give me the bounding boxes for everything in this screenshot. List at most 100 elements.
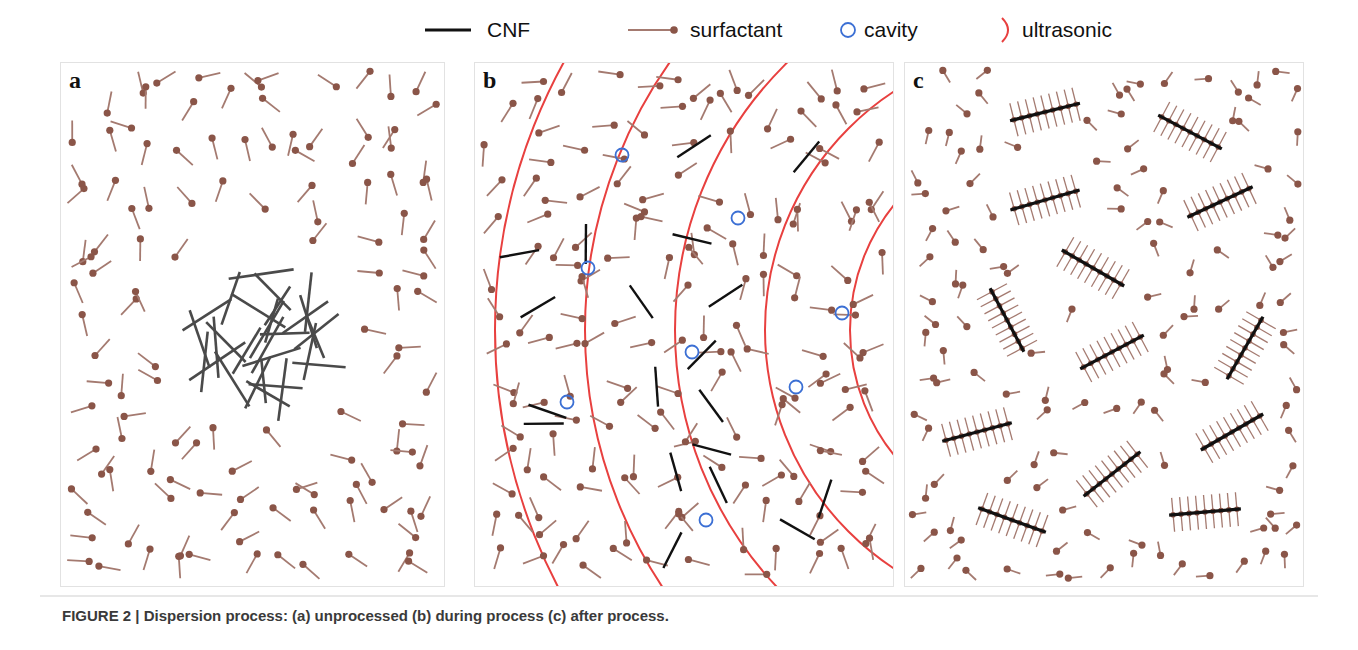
surfactant-molecule <box>1160 325 1173 339</box>
surfactant-molecule <box>380 497 402 513</box>
surfactant-molecule <box>956 105 970 118</box>
surfactant-molecule <box>576 187 599 201</box>
surfactant-molecule <box>924 529 938 542</box>
surfactant-molecule <box>529 159 554 166</box>
surfactant-molecule <box>774 198 781 223</box>
surfactant-molecule <box>920 253 934 266</box>
surfactant-molecule <box>1264 231 1281 238</box>
surfactant-molecule <box>89 261 111 277</box>
cnf-fiber <box>260 333 310 335</box>
surfactant-molecule <box>510 382 519 407</box>
surfactant-molecule <box>862 524 875 547</box>
surfactant-molecule <box>1190 295 1197 313</box>
surfactant-molecule <box>627 121 648 139</box>
surfactant-molecule <box>144 187 152 212</box>
surfactant-molecule <box>840 489 866 496</box>
surfactant-molecule <box>926 225 936 241</box>
surfactant-molecule <box>309 223 326 244</box>
cnf-fiber <box>500 250 539 257</box>
surfactant-molecule <box>675 163 697 179</box>
surfactant-molecule <box>745 80 764 99</box>
surfactant-molecule <box>773 545 780 571</box>
coated-cnf <box>1184 173 1256 231</box>
surfactant-molecule <box>853 107 878 115</box>
surfactant-molecule <box>91 234 108 255</box>
surfactant-molecule <box>762 471 785 486</box>
surfactant-molecule <box>423 176 432 201</box>
surfactant-molecule <box>657 408 674 429</box>
surfactant-molecule <box>1101 564 1114 578</box>
surfactant-molecule <box>810 512 824 535</box>
cnf-fiber <box>250 301 284 358</box>
surfactant-molecule <box>530 497 543 521</box>
surfactant-molecule <box>361 463 376 486</box>
surfactant-molecule <box>744 345 769 354</box>
surfactant-molecule <box>810 550 823 573</box>
surfactant-molecule <box>922 484 929 502</box>
surfactant-molecule <box>540 473 561 490</box>
surfactant-molecule <box>153 72 175 87</box>
surfactant-molecule <box>387 171 397 196</box>
surfactant-molecule <box>394 285 401 311</box>
surfactant-molecule <box>817 374 840 387</box>
ultrasonic-wave <box>765 62 894 587</box>
surfactant-molecule <box>577 270 600 285</box>
surfactant-molecule <box>558 73 572 96</box>
cnf-fiber <box>819 480 832 518</box>
surfactant-molecule <box>484 213 502 233</box>
surfactant-molecule <box>104 91 112 116</box>
surfactant-molecule <box>172 427 190 447</box>
surfactant-molecule <box>1072 399 1088 409</box>
surfactant-molecule <box>337 408 360 421</box>
surfactant-molecule <box>740 528 747 554</box>
surfactant-molecule <box>1003 391 1020 398</box>
cnf-fiber <box>222 272 240 325</box>
surfactant-molecule <box>711 369 726 392</box>
cnf-fiber <box>278 358 286 421</box>
surfactant-molecule <box>604 255 630 262</box>
panel-b-art <box>480 0 1358 650</box>
surfactant-molecule <box>330 455 355 464</box>
cnf-fiber <box>189 342 245 380</box>
surfactant-molecule <box>866 199 879 222</box>
surfactant-molecule <box>745 193 754 218</box>
surfactant-molecule <box>976 135 983 152</box>
surfactant-molecule <box>356 68 373 89</box>
surfactant-molecule <box>673 281 691 301</box>
surfactant-molecule <box>957 316 970 330</box>
surfactant-molecule <box>293 483 318 493</box>
surfactant-molecule <box>237 487 259 503</box>
surfactant-molecule <box>177 187 195 207</box>
surfactant-molecule <box>831 266 851 284</box>
surfactant-molecule <box>245 73 265 91</box>
surfactant-molecule <box>1107 205 1125 212</box>
surfactant-molecule <box>832 70 841 95</box>
legend-label: surfactant <box>690 17 782 42</box>
panel-label: a <box>69 67 81 93</box>
cavity-bubble <box>700 514 713 527</box>
coated-cnf <box>1010 88 1080 136</box>
surfactant-molecule <box>182 98 197 120</box>
surfactant-molecule <box>925 316 940 328</box>
surfactant-molecule <box>395 344 421 351</box>
surfactant-molecule <box>1004 471 1018 484</box>
surfactant-molecule <box>778 265 801 280</box>
surfactant-molecule <box>614 166 631 187</box>
surfactant-molecule <box>987 204 997 220</box>
surfactant-molecule <box>598 71 623 78</box>
surfactant-molecule <box>299 561 319 579</box>
surfactant-molecule <box>1037 406 1051 419</box>
surfactant-molecule <box>522 78 548 85</box>
surfactant-molecule <box>95 562 120 570</box>
surfactant-molecule <box>138 370 161 384</box>
surfactant-molecule <box>357 269 383 276</box>
surfactant-molecule <box>1161 452 1169 469</box>
surfactant-molecule <box>1129 540 1146 548</box>
surfactant-molecule <box>125 525 139 548</box>
surfactant-molecule <box>117 417 125 442</box>
surfactant-molecule <box>703 455 725 470</box>
surfactant-molecule <box>974 239 986 253</box>
cavity-bubble <box>732 212 745 225</box>
surfactant-molecule <box>1231 80 1242 95</box>
